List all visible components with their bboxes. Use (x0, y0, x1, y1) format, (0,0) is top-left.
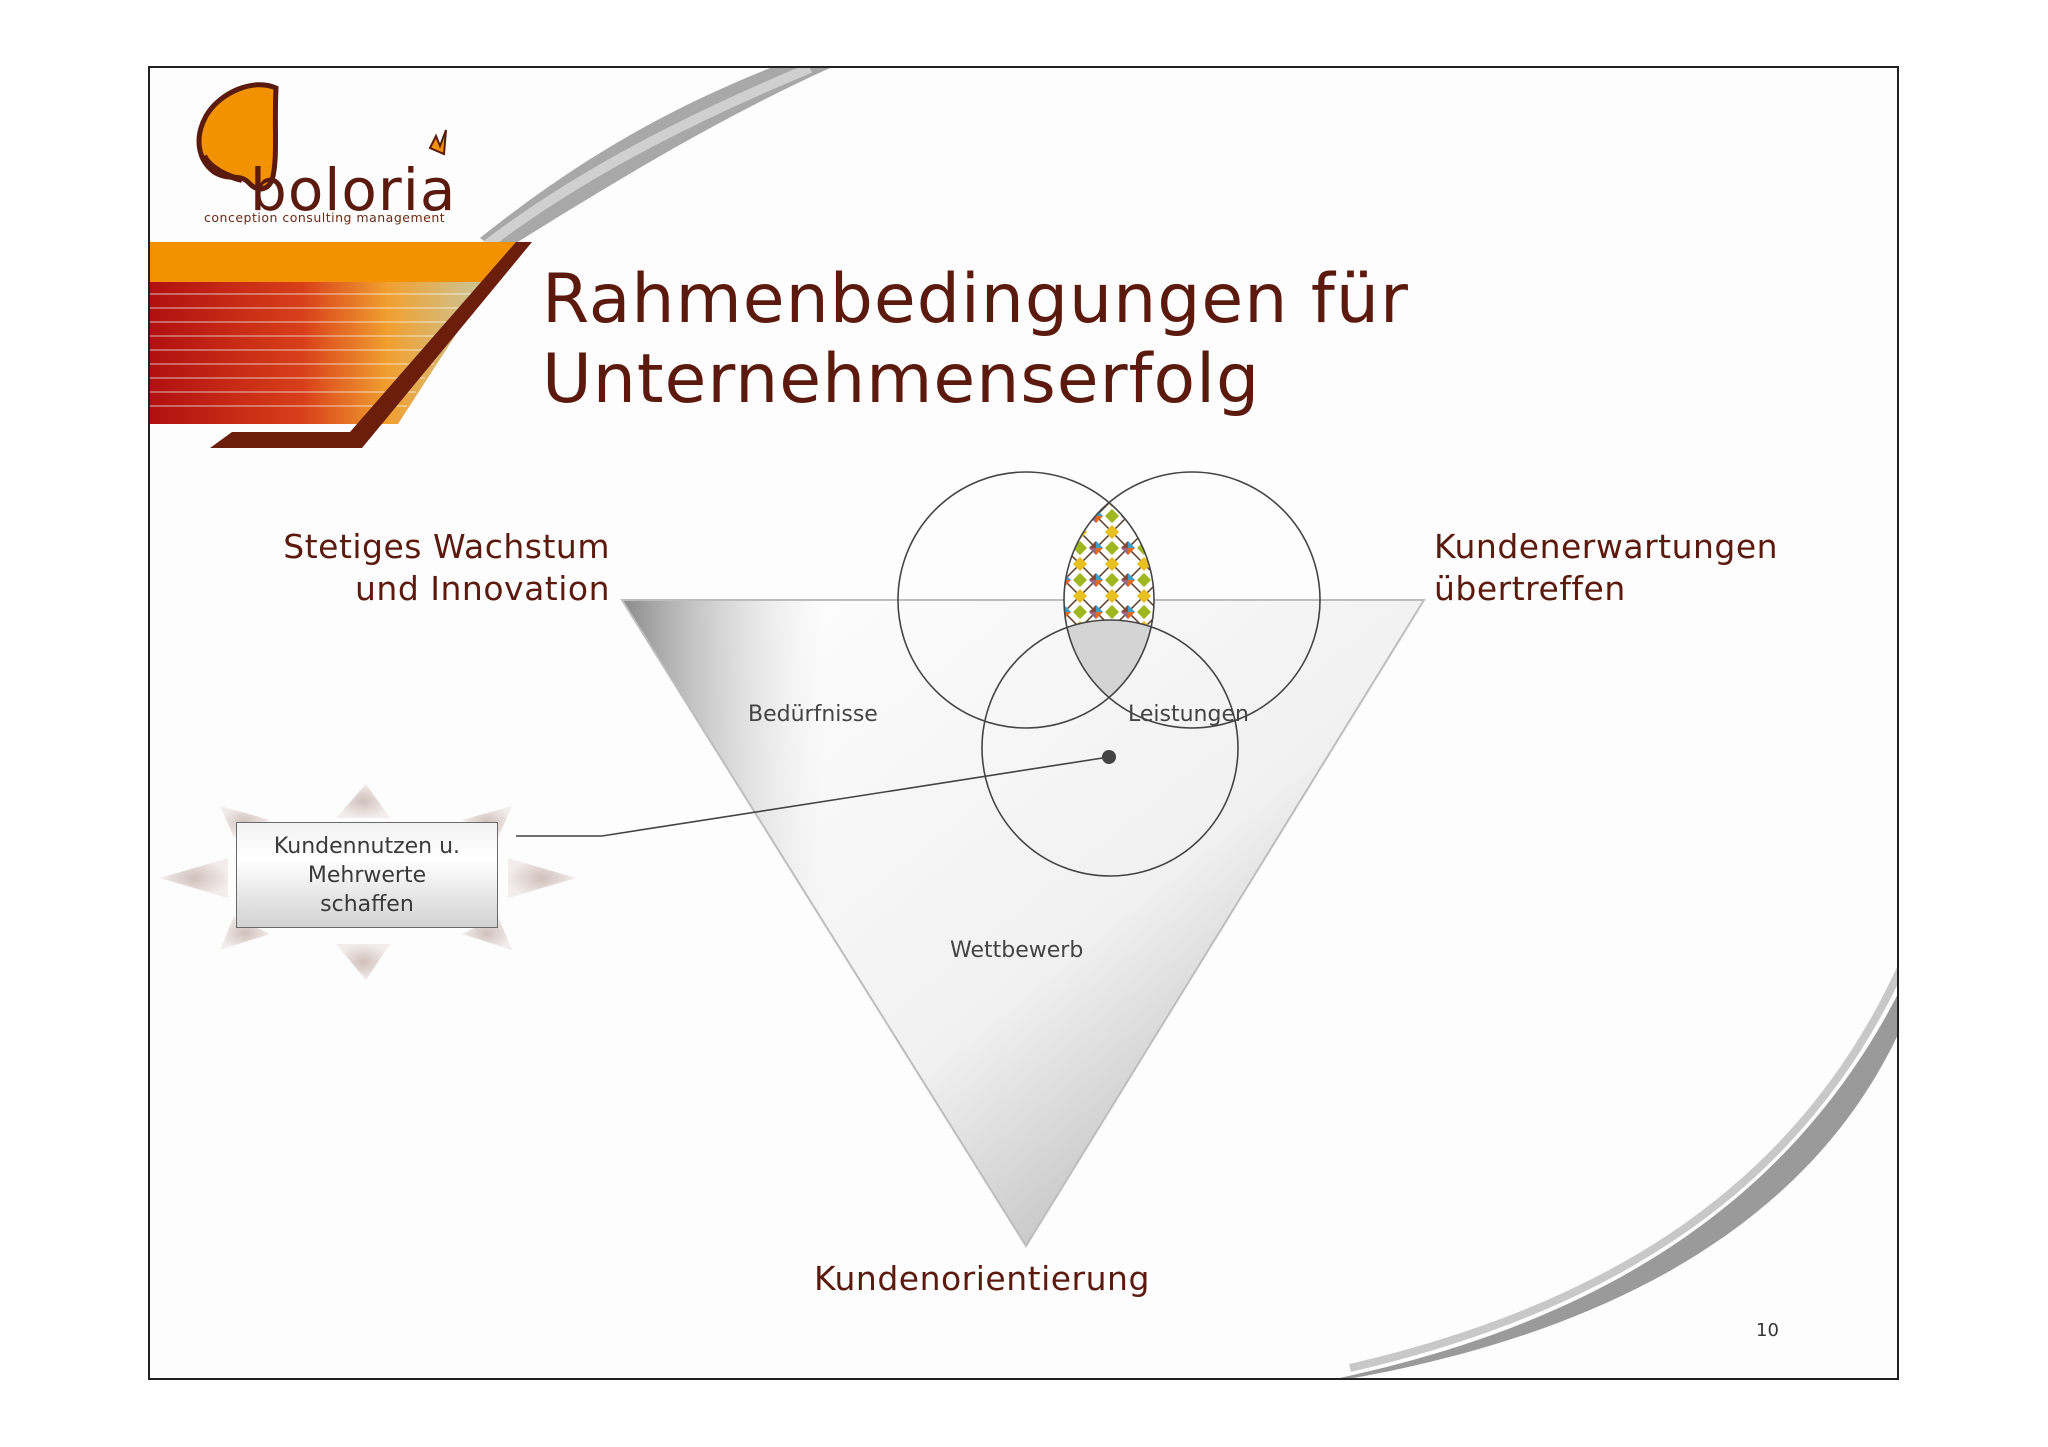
slide-title: Rahmenbedingungen für Unternehmenserfolg (542, 260, 1409, 420)
slide: boloria conception consulting management… (148, 66, 1899, 1380)
corner-bottom: Kundenorientierung (814, 1259, 1150, 1298)
slide-title-line2: Unternehmenserfolg (542, 340, 1261, 419)
logo-wordmark: boloria (250, 156, 457, 224)
brown-diagonal (210, 242, 532, 448)
corner-top-right-line2: übertreffen (1434, 569, 1626, 608)
benefit-box: Kundennutzen u. Mehrwerte schaffen (236, 822, 498, 928)
page-number: 10 (1756, 1320, 1779, 1341)
benefit-line1: Kundennutzen u. (273, 833, 461, 859)
competition-circle (981, 619, 1239, 877)
logo-butterfly-icon (196, 82, 447, 192)
slide-title-line1: Rahmenbedingungen für (542, 260, 1409, 339)
needs-label: Bedürfnisse (748, 702, 878, 727)
corner-top-left-line2: und Innovation (355, 569, 610, 608)
orange-band (150, 242, 516, 282)
corner-top-right-line1: Kundenerwartungen (1434, 527, 1779, 566)
corner-top-left: Stetiges Wachstum und Innovation (202, 526, 610, 610)
competition-label: Wettbewerb (950, 938, 1084, 963)
connector-dot (1102, 750, 1116, 764)
slide-decoration (150, 68, 1897, 1378)
corner-top-right: Kundenerwartungen übertreffen (1434, 526, 1778, 610)
needs-circle (897, 471, 1155, 729)
services-label: Leistungen (1128, 702, 1249, 727)
benefit-line2: Mehrwerte (307, 862, 427, 888)
logo-tagline: conception consulting management (204, 210, 446, 225)
corner-top-left-line1: Stetiges Wachstum (283, 527, 610, 566)
benefit-line3: schaffen (320, 891, 414, 917)
benefit-connector (516, 756, 1110, 837)
services-circle (1063, 471, 1321, 729)
